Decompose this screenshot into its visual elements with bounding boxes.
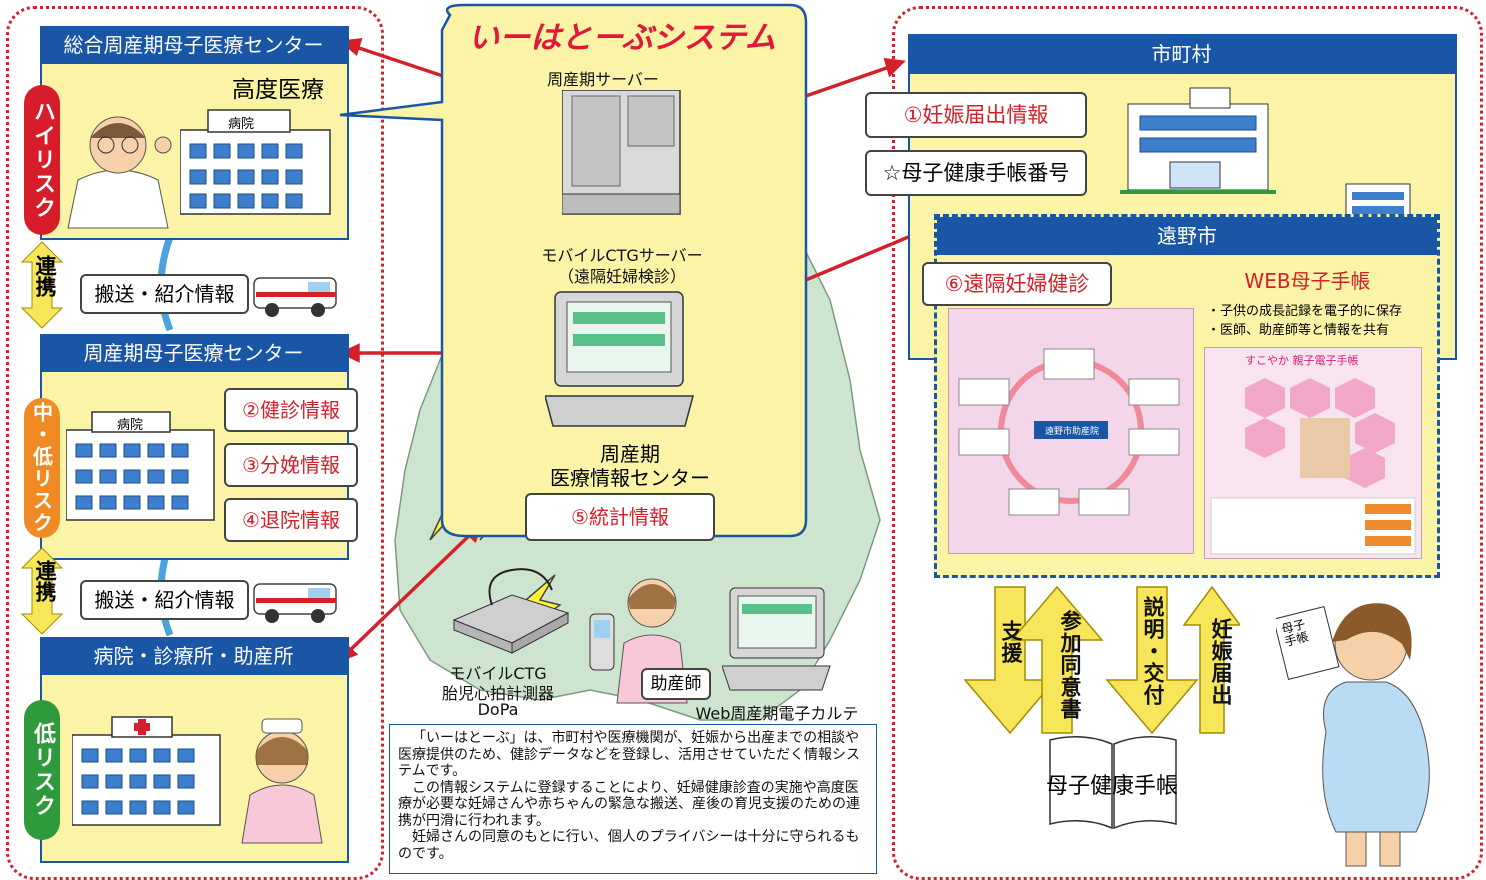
pregnant-woman-illustration	[1276, 603, 1430, 867]
ambulance-icon-1	[253, 277, 337, 317]
midwife-label: 助産師	[641, 668, 711, 700]
web-shot-graphic	[1210, 378, 1416, 555]
risk-high-pill: ハイリスク	[24, 85, 60, 235]
computer-icon	[545, 291, 694, 427]
description-p1: 「いーはとーぶ」は、市町村や医療機関が、妊娠から出産までの相談や医療提供のため、…	[398, 730, 860, 779]
system-title: いーはとーぶシステム	[468, 20, 776, 56]
info-center-line1: 周産期	[600, 442, 660, 466]
link-arrow-2	[20, 547, 64, 635]
mobile-phone-icon	[589, 613, 615, 671]
info-delivery: ③分娩情報	[224, 443, 358, 487]
web-shot-title: すこやか 親子電子手帳	[1245, 354, 1359, 367]
doctor-illustration	[67, 116, 172, 229]
risk-low-pill: 低リスク	[24, 700, 60, 840]
center3-title: 病院・診療所・助産所	[40, 637, 347, 675]
mobile-ctg-device	[452, 568, 570, 654]
description-box: 「いーはとーぶ」は、市町村や医療機関が、妊娠から出産までの相談や医療提供のため、…	[389, 724, 877, 874]
hospital-label-2: 病院	[117, 418, 144, 433]
web-chart-computer	[722, 587, 831, 691]
explain-label: 説明・交付	[1141, 596, 1165, 706]
transport-info-1: 搬送・紹介情報	[80, 274, 249, 314]
description-p2: この情報システムに登録することにより、妊婦健康診査の実施や高度医療が必要な妊婦さ…	[398, 779, 860, 829]
advanced-care-label: 高度医療	[232, 77, 324, 103]
web-handbook-title: WEB母子手帳	[1244, 269, 1371, 293]
hospital-label-1: 病院	[228, 117, 255, 132]
web-handbook-b1: ・子供の成長記録を電子的に保存	[1207, 304, 1403, 319]
consent-label: 参加同意書	[1058, 610, 1082, 720]
remote-checkup-screenshot: 遠野市助産院	[948, 308, 1194, 554]
right-region	[892, 6, 1483, 880]
center1-title: 総合周産期母子医療センター	[40, 26, 347, 64]
support-label: 支援	[999, 620, 1023, 664]
remote-network-graphic	[958, 348, 1180, 516]
ctg-server-line2: （遠隔妊婦検診）	[557, 267, 686, 286]
server-label: 周産期サーバー	[547, 70, 659, 89]
handbook-book	[1049, 736, 1177, 830]
risk-mid-pill: 中・低リスク	[24, 398, 60, 538]
link-label-1: 連携	[33, 255, 57, 297]
ambulance-icon-2	[253, 583, 337, 623]
mobile-ctg-line1: モバイルCTG	[449, 664, 547, 683]
ctg-server-line1: モバイルCTGサーバー	[541, 246, 703, 265]
hospital-building-1	[180, 109, 331, 215]
hospital-building-2	[66, 411, 215, 521]
web-chart-label: Web周産期電子カルテ	[695, 704, 859, 723]
municipality-title: 市町村	[908, 34, 1455, 74]
remote-shot-center-label: 遠野市助産院	[1044, 427, 1099, 437]
link-arrow-1	[20, 241, 64, 329]
mobile-ctg-line2: 胎児心拍計測器	[441, 684, 554, 703]
link-label-2: 連携	[33, 560, 57, 602]
left-region	[6, 6, 384, 880]
stats-info: ⑤統計情報	[525, 493, 715, 541]
info-exam: ②健診情報	[224, 388, 358, 432]
web-handbook-screenshot: すこやか 親子電子手帳	[1204, 347, 1422, 559]
hospital-building-3	[72, 716, 221, 826]
web-handbook-b2: ・医師、助産師等と情報を共有	[1207, 323, 1390, 338]
transport-info-2: 搬送・紹介情報	[80, 580, 249, 620]
description-p3: 妊婦さんの同意のもとに行い、個人のプライバシーは十分に守られるものです。	[398, 829, 860, 862]
tono-title: 遠野市	[937, 217, 1437, 255]
server-icon	[562, 90, 681, 215]
info-discharge: ④退院情報	[224, 498, 358, 542]
center2-title: 周産期母子医療センター	[40, 334, 347, 372]
remote-checkup: ⑥遠隔妊婦健診	[922, 262, 1112, 306]
pregnancy-info: ①妊娠届出情報	[865, 92, 1087, 138]
nurse-illustration	[241, 718, 323, 844]
notify-label: 妊娠届出	[1209, 618, 1233, 706]
city-hall-building	[1120, 87, 1276, 194]
info-center-line2: 医療情報センター	[550, 466, 710, 490]
mobile-ctg-line3: DoPa	[477, 700, 519, 719]
yellow-arrows	[963, 585, 1240, 735]
handbook-label: 母子健康手帳	[1045, 774, 1178, 799]
handbook-number: ☆母子健康手帳番号	[865, 150, 1087, 196]
